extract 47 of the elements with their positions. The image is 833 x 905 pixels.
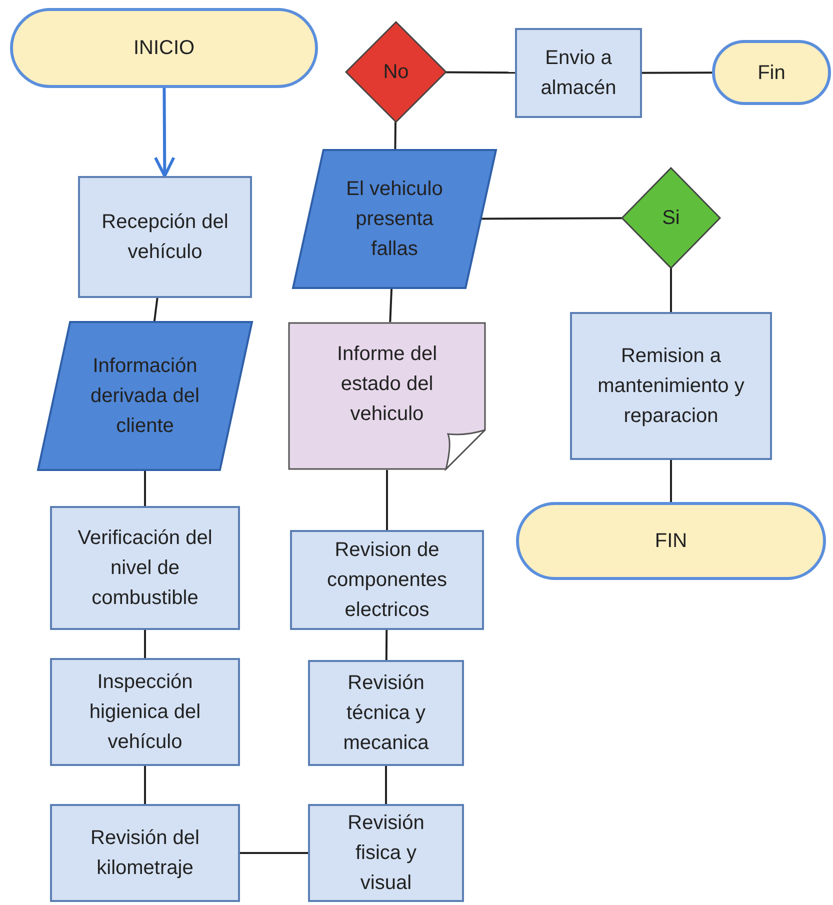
connector-line bbox=[144, 470, 146, 506]
node-label: Revisión técnica y mecanica bbox=[342, 671, 430, 756]
node-label: Remision a mantenimiento y reparacion bbox=[596, 344, 746, 429]
decision-diamond bbox=[622, 168, 720, 268]
process-box bbox=[50, 506, 240, 630]
node-label: No bbox=[383, 60, 409, 85]
node-label: Inspección higienica del vehículo bbox=[88, 670, 202, 755]
process-box bbox=[78, 176, 252, 298]
data-parallelogram bbox=[38, 322, 252, 470]
node-label: FIN bbox=[654, 529, 688, 554]
node-label: Recepción del vehículo bbox=[100, 210, 230, 265]
connector-line bbox=[385, 630, 388, 660]
node-label: Si bbox=[662, 206, 680, 231]
data-parallelogram bbox=[293, 150, 496, 288]
process-box bbox=[515, 28, 642, 118]
process-box bbox=[50, 658, 240, 766]
node-label: Verificación del nivel de combustible bbox=[76, 526, 214, 611]
node-label: Información derivada del cliente bbox=[90, 354, 200, 439]
connector-line bbox=[386, 470, 388, 530]
connector-line bbox=[480, 217, 622, 220]
node-label: Revisión del kilometraje bbox=[90, 826, 200, 881]
connector-line bbox=[385, 766, 387, 804]
node-label: Envio a almacén bbox=[540, 46, 618, 101]
process-box bbox=[50, 804, 240, 902]
node-label: Revisión fisica y visual bbox=[346, 811, 426, 896]
arrow bbox=[154, 88, 176, 178]
connector-line bbox=[144, 766, 146, 804]
connector-line bbox=[144, 630, 146, 658]
connector-line bbox=[153, 298, 158, 322]
process-box bbox=[570, 312, 772, 460]
connector-line bbox=[670, 460, 672, 502]
connector-line bbox=[446, 71, 515, 74]
connector-line bbox=[670, 268, 672, 312]
process-box bbox=[308, 660, 464, 766]
node-label: Fin bbox=[758, 60, 786, 86]
node-label: INICIO bbox=[133, 36, 195, 61]
process-box bbox=[290, 530, 484, 630]
connector-line bbox=[642, 72, 712, 74]
decision-diamond bbox=[346, 22, 446, 122]
document-shape bbox=[288, 322, 486, 470]
connector-line bbox=[394, 121, 396, 150]
node-label: Informe del estado del vehiculo bbox=[336, 342, 438, 427]
node-label: Revision de componentes electricos bbox=[326, 538, 448, 623]
process-box bbox=[308, 804, 464, 902]
connector-line bbox=[240, 852, 308, 854]
node-label: El vehiculo presenta fallas bbox=[345, 177, 444, 262]
connector-line bbox=[389, 288, 393, 322]
